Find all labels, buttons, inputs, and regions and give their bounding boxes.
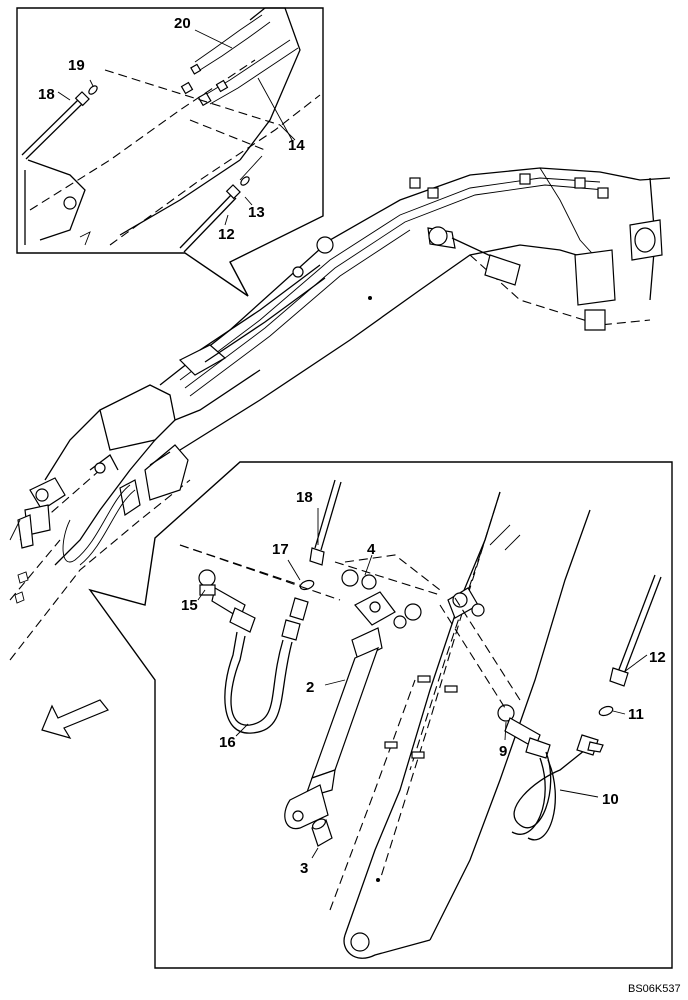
inset-top-left [16,7,324,297]
callout-18-bottom: 18 [296,489,313,506]
callout-12-top: 12 [218,226,235,243]
callout-12-bottom: 12 [649,649,666,666]
callout-4: 4 [367,541,376,558]
callout-14: 14 [288,137,305,154]
callout-15: 15 [181,597,198,614]
callout-10: 10 [602,791,619,808]
callout-19: 19 [68,57,85,74]
callout-18-top: 18 [38,86,55,103]
callout-11: 11 [628,706,644,723]
direction-arrow [41,699,109,739]
callout-16: 16 [219,734,236,751]
inset-bottom-right [88,461,673,969]
callout-labels: 20 19 18 14 13 12 18 4 17 15 2 16 12 11 … [38,15,666,877]
figure-code: BS06K537 [628,983,681,995]
callout-13: 13 [248,204,265,221]
callout-3: 3 [300,860,308,877]
callout-2: 2 [306,679,314,696]
callout-17: 17 [272,541,289,558]
callout-20: 20 [174,15,191,32]
callout-9: 9 [499,743,507,760]
boom-arm-assembly [9,167,671,661]
